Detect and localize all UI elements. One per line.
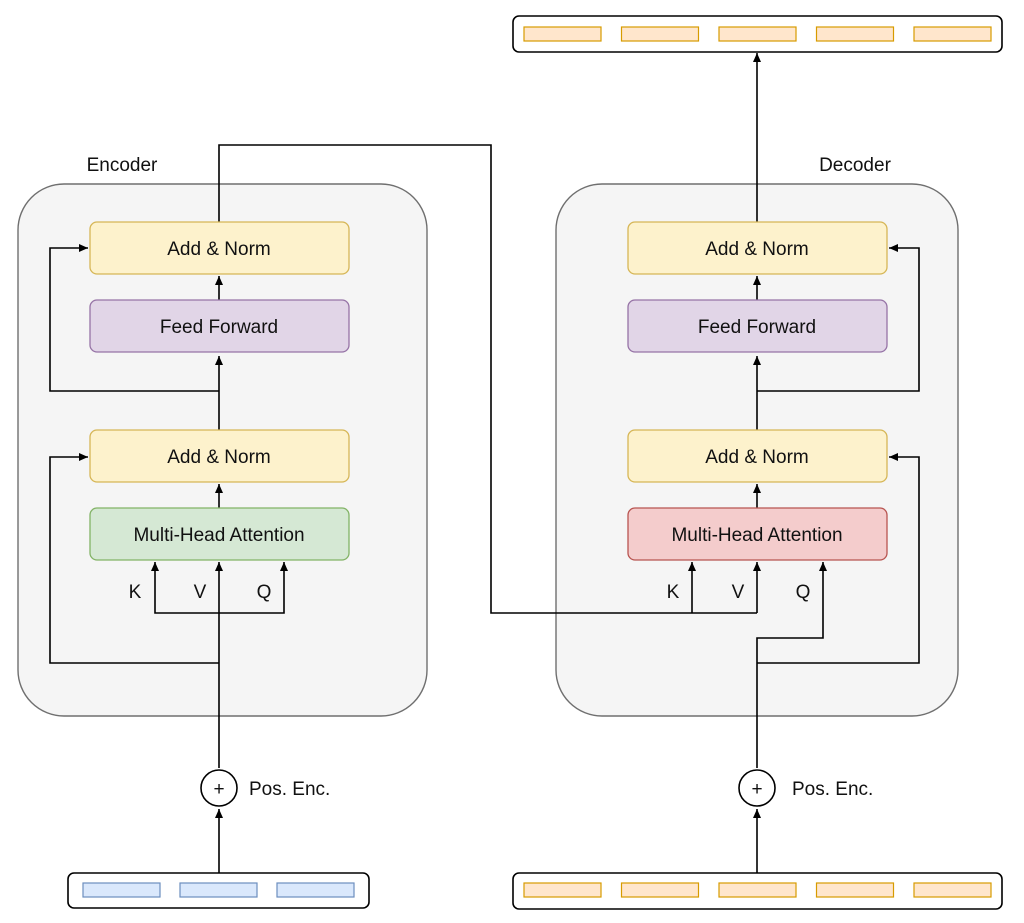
encoder-pos-enc-label: Pos. Enc. [249,779,330,800]
encoder-q-label: Q [257,582,272,603]
output-sequence [512,15,1003,53]
encoder-add-norm-top: Add & Norm [89,221,350,275]
decoder-pos-enc-label: Pos. Enc. [792,779,873,800]
encoder-attention-label: Multi-Head Attention [133,525,304,546]
input-tokens [82,882,355,898]
output-token-1 [523,26,602,42]
encoder-k-label: K [129,582,142,603]
encoder-positional-encoding: + Pos. Enc. [200,769,330,807]
encoder-multi-head-attention: Multi-Head Attention [89,507,350,561]
decoder-add-norm-bottom-label: Add & Norm [705,447,808,468]
input-token-1 [82,882,161,898]
decoder-plus-node [738,769,776,807]
encoder-feed-forward-label: Feed Forward [160,317,278,338]
decoder-input-token-5 [913,882,992,898]
decoder-k-label: K [667,582,680,603]
decoder-input-tokens [523,882,992,898]
output-tokens [523,26,992,42]
decoder-residual-2 [757,244,920,392]
output-token-5 [913,26,992,42]
decoder-plus-symbol: + [751,779,762,800]
decoder-residual-1 [757,453,920,664]
decoder-input-token-2 [620,882,700,898]
decoder-multi-head-attention: Multi-Head Attention [627,507,888,561]
encoder-add-norm-top-label: Add & Norm [167,239,270,260]
encoder-feed-forward: Feed Forward [89,299,350,353]
decoder-add-norm-top-label: Add & Norm [705,239,808,260]
encoder-input-sequence [67,872,370,909]
decoder-feed-forward: Feed Forward [627,299,888,353]
decoder-input-token-1 [523,882,602,898]
encoder-v-label: V [194,582,207,603]
decoder-q-label: Q [796,582,811,603]
input-token-3 [276,882,355,898]
decoder-input-token-3 [718,882,797,898]
connection-wires [49,53,920,873]
encoder-k-arrow [151,562,219,614]
encoder-plus-symbol: + [213,779,224,800]
decoder-input-sequence [512,872,1003,910]
decoder-attention-label: Multi-Head Attention [671,525,842,546]
encoder-add-norm-bottom-label: Add & Norm [167,447,270,468]
decoder-input-token-4 [815,882,895,898]
encoder-title: Encoder [87,155,158,176]
decoder-feed-forward-label: Feed Forward [698,317,816,338]
encoder-add-norm-bottom: Add & Norm [89,429,350,483]
decoder-positional-encoding: + Pos. Enc. [738,769,873,807]
decoder-title: Decoder [819,155,891,176]
output-token-3 [718,26,797,42]
input-token-2 [179,882,258,898]
encoder-plus-node [200,769,238,807]
encoder-residual-2 [49,244,219,392]
encoder-to-decoder-wire [218,144,757,614]
output-token-4 [815,26,895,42]
decoder-q-arrow [756,562,827,768]
decoder-add-norm-bottom: Add & Norm [627,429,888,483]
encoder-residual-1 [49,453,219,664]
decoder-add-norm-top: Add & Norm [627,221,888,275]
encoder-q-arrow [219,562,288,614]
output-token-2 [620,26,700,42]
decoder-v-label: V [732,582,745,603]
